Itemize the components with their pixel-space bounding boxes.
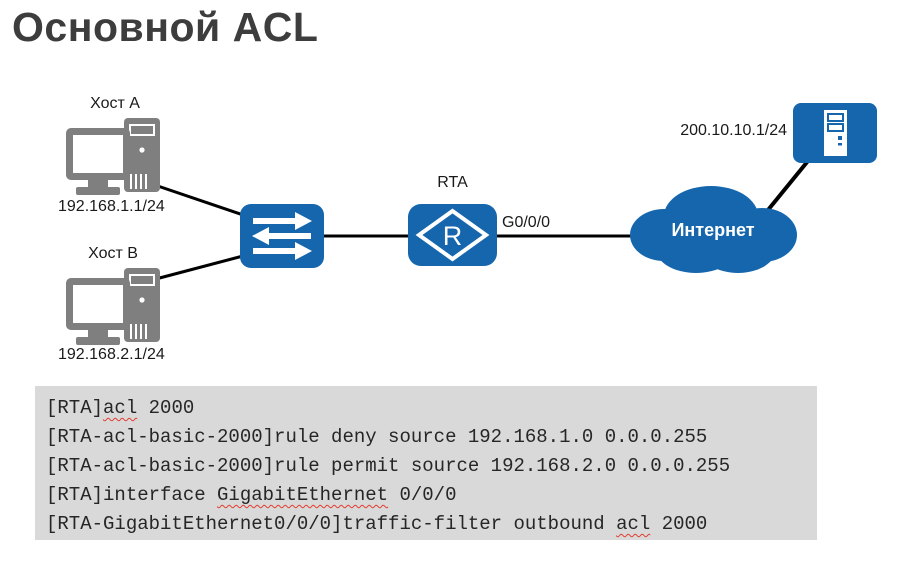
internet-label: Интернет: [671, 220, 755, 240]
host-a: [66, 116, 168, 205]
spellcheck-word: acl: [103, 397, 138, 419]
router: R: [408, 204, 497, 271]
server-icon: [793, 103, 877, 163]
internet-cloud: [628, 183, 798, 280]
server: [793, 103, 877, 168]
pc-icon: [66, 268, 160, 345]
host-a-label: Хост A: [90, 95, 140, 112]
cloud-icon: [630, 186, 797, 273]
pc-icon: [66, 118, 160, 195]
svg-text:R: R: [443, 221, 463, 251]
cli-line: [RTA-acl-basic-2000]rule permit source 1…: [46, 455, 731, 477]
router-icon: R: [408, 204, 497, 266]
host-a-ip: 192.168.1.1/24: [58, 198, 165, 215]
spellcheck-word: GigabitEthernet: [217, 484, 389, 506]
page-title: Основной ACL: [12, 4, 319, 50]
cli-line: [RTA-acl-basic-2000]rule deny source 192…: [46, 426, 708, 448]
router-interface-label: G0/0/0: [502, 214, 551, 231]
server-ip: 200.10.10.1/24: [680, 122, 787, 139]
cli-line: [RTA]acl 2000: [46, 397, 195, 419]
host-b-ip: 192.168.2.1/24: [58, 346, 165, 363]
host-b: [66, 266, 168, 355]
spellcheck-word: acl: [616, 513, 651, 535]
switch: [240, 204, 324, 273]
cli-line: [RTA]interface GigabitEthernet 0/0/0: [46, 484, 457, 506]
switch-icon: [240, 204, 324, 268]
cli-code-block: [RTA]acl 2000 [RTA-acl-basic-2000]rule d…: [35, 386, 817, 540]
cli-line: [RTA-GigabitEthernet0/0/0]traffic-filter…: [46, 513, 708, 535]
router-label: RTA: [437, 174, 468, 191]
host-b-label: Хост B: [88, 245, 138, 262]
